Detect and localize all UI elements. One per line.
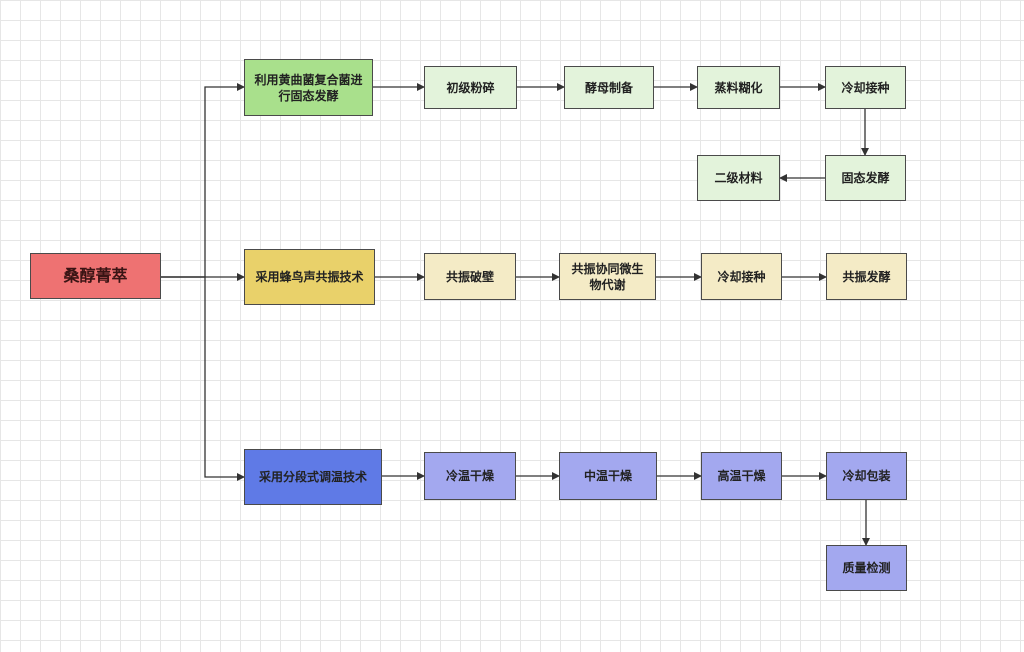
step-label: 二级材料 bbox=[714, 171, 763, 185]
category-node-drying[interactable]: 采用分段式调温技术 bbox=[244, 449, 382, 505]
step-node[interactable]: 冷却接种 bbox=[825, 66, 906, 109]
category-node-fermentation[interactable]: 利用黄曲菌复合菌进行固态发酵 bbox=[244, 59, 373, 116]
step-node[interactable]: 蒸料糊化 bbox=[697, 66, 780, 109]
root-label: 桑醇菁萃 bbox=[63, 266, 128, 285]
step-node[interactable]: 共振协同微生物代谢 bbox=[559, 253, 656, 300]
step-label: 共振破壁 bbox=[445, 269, 494, 284]
step-label: 蒸料糊化 bbox=[714, 80, 763, 95]
step-label: 质量检测 bbox=[842, 561, 891, 575]
step-label: 酵母制备 bbox=[584, 80, 633, 95]
category-label: 采用分段式调温技术 bbox=[258, 470, 367, 484]
step-label: 初级粉碎 bbox=[446, 80, 495, 95]
step-label: 高温干燥 bbox=[717, 469, 766, 483]
step-label: 共振发酵 bbox=[842, 269, 891, 284]
step-node[interactable]: 初级粉碎 bbox=[424, 66, 517, 109]
step-node[interactable]: 固态发酵 bbox=[825, 155, 906, 201]
step-node[interactable]: 冷却包装 bbox=[826, 452, 907, 500]
edge-root-to-drying bbox=[161, 276, 245, 481]
step-node[interactable]: 二级材料 bbox=[697, 155, 780, 201]
step-node[interactable]: 共振破壁 bbox=[424, 253, 516, 300]
step-node[interactable]: 共振发酵 bbox=[826, 253, 907, 300]
step-label: 共振协同微生物代谢 bbox=[571, 261, 644, 292]
edge-root-to-fermentation bbox=[161, 83, 245, 278]
step-label: 中温干燥 bbox=[583, 469, 632, 483]
step-node[interactable]: 冷温干燥 bbox=[424, 452, 516, 500]
category-node-resonance[interactable]: 采用蜂鸟声共振技术 bbox=[244, 249, 375, 305]
step-label: 冷却接种 bbox=[717, 269, 766, 284]
step-label: 冷却包装 bbox=[842, 469, 891, 483]
step-node[interactable]: 酵母制备 bbox=[564, 66, 654, 109]
root-node[interactable]: 桑醇菁萃 bbox=[30, 253, 161, 299]
step-node[interactable]: 质量检测 bbox=[826, 545, 907, 591]
step-label: 冷却接种 bbox=[841, 80, 890, 95]
category-label: 采用蜂鸟声共振技术 bbox=[255, 270, 364, 284]
step-node[interactable]: 冷却接种 bbox=[701, 253, 782, 300]
step-node[interactable]: 高温干燥 bbox=[701, 452, 782, 500]
category-label: 利用黄曲菌复合菌进行固态发酵 bbox=[254, 72, 363, 103]
step-node[interactable]: 中温干燥 bbox=[559, 452, 657, 500]
step-label: 固态发酵 bbox=[841, 171, 890, 185]
step-label: 冷温干燥 bbox=[445, 469, 494, 483]
